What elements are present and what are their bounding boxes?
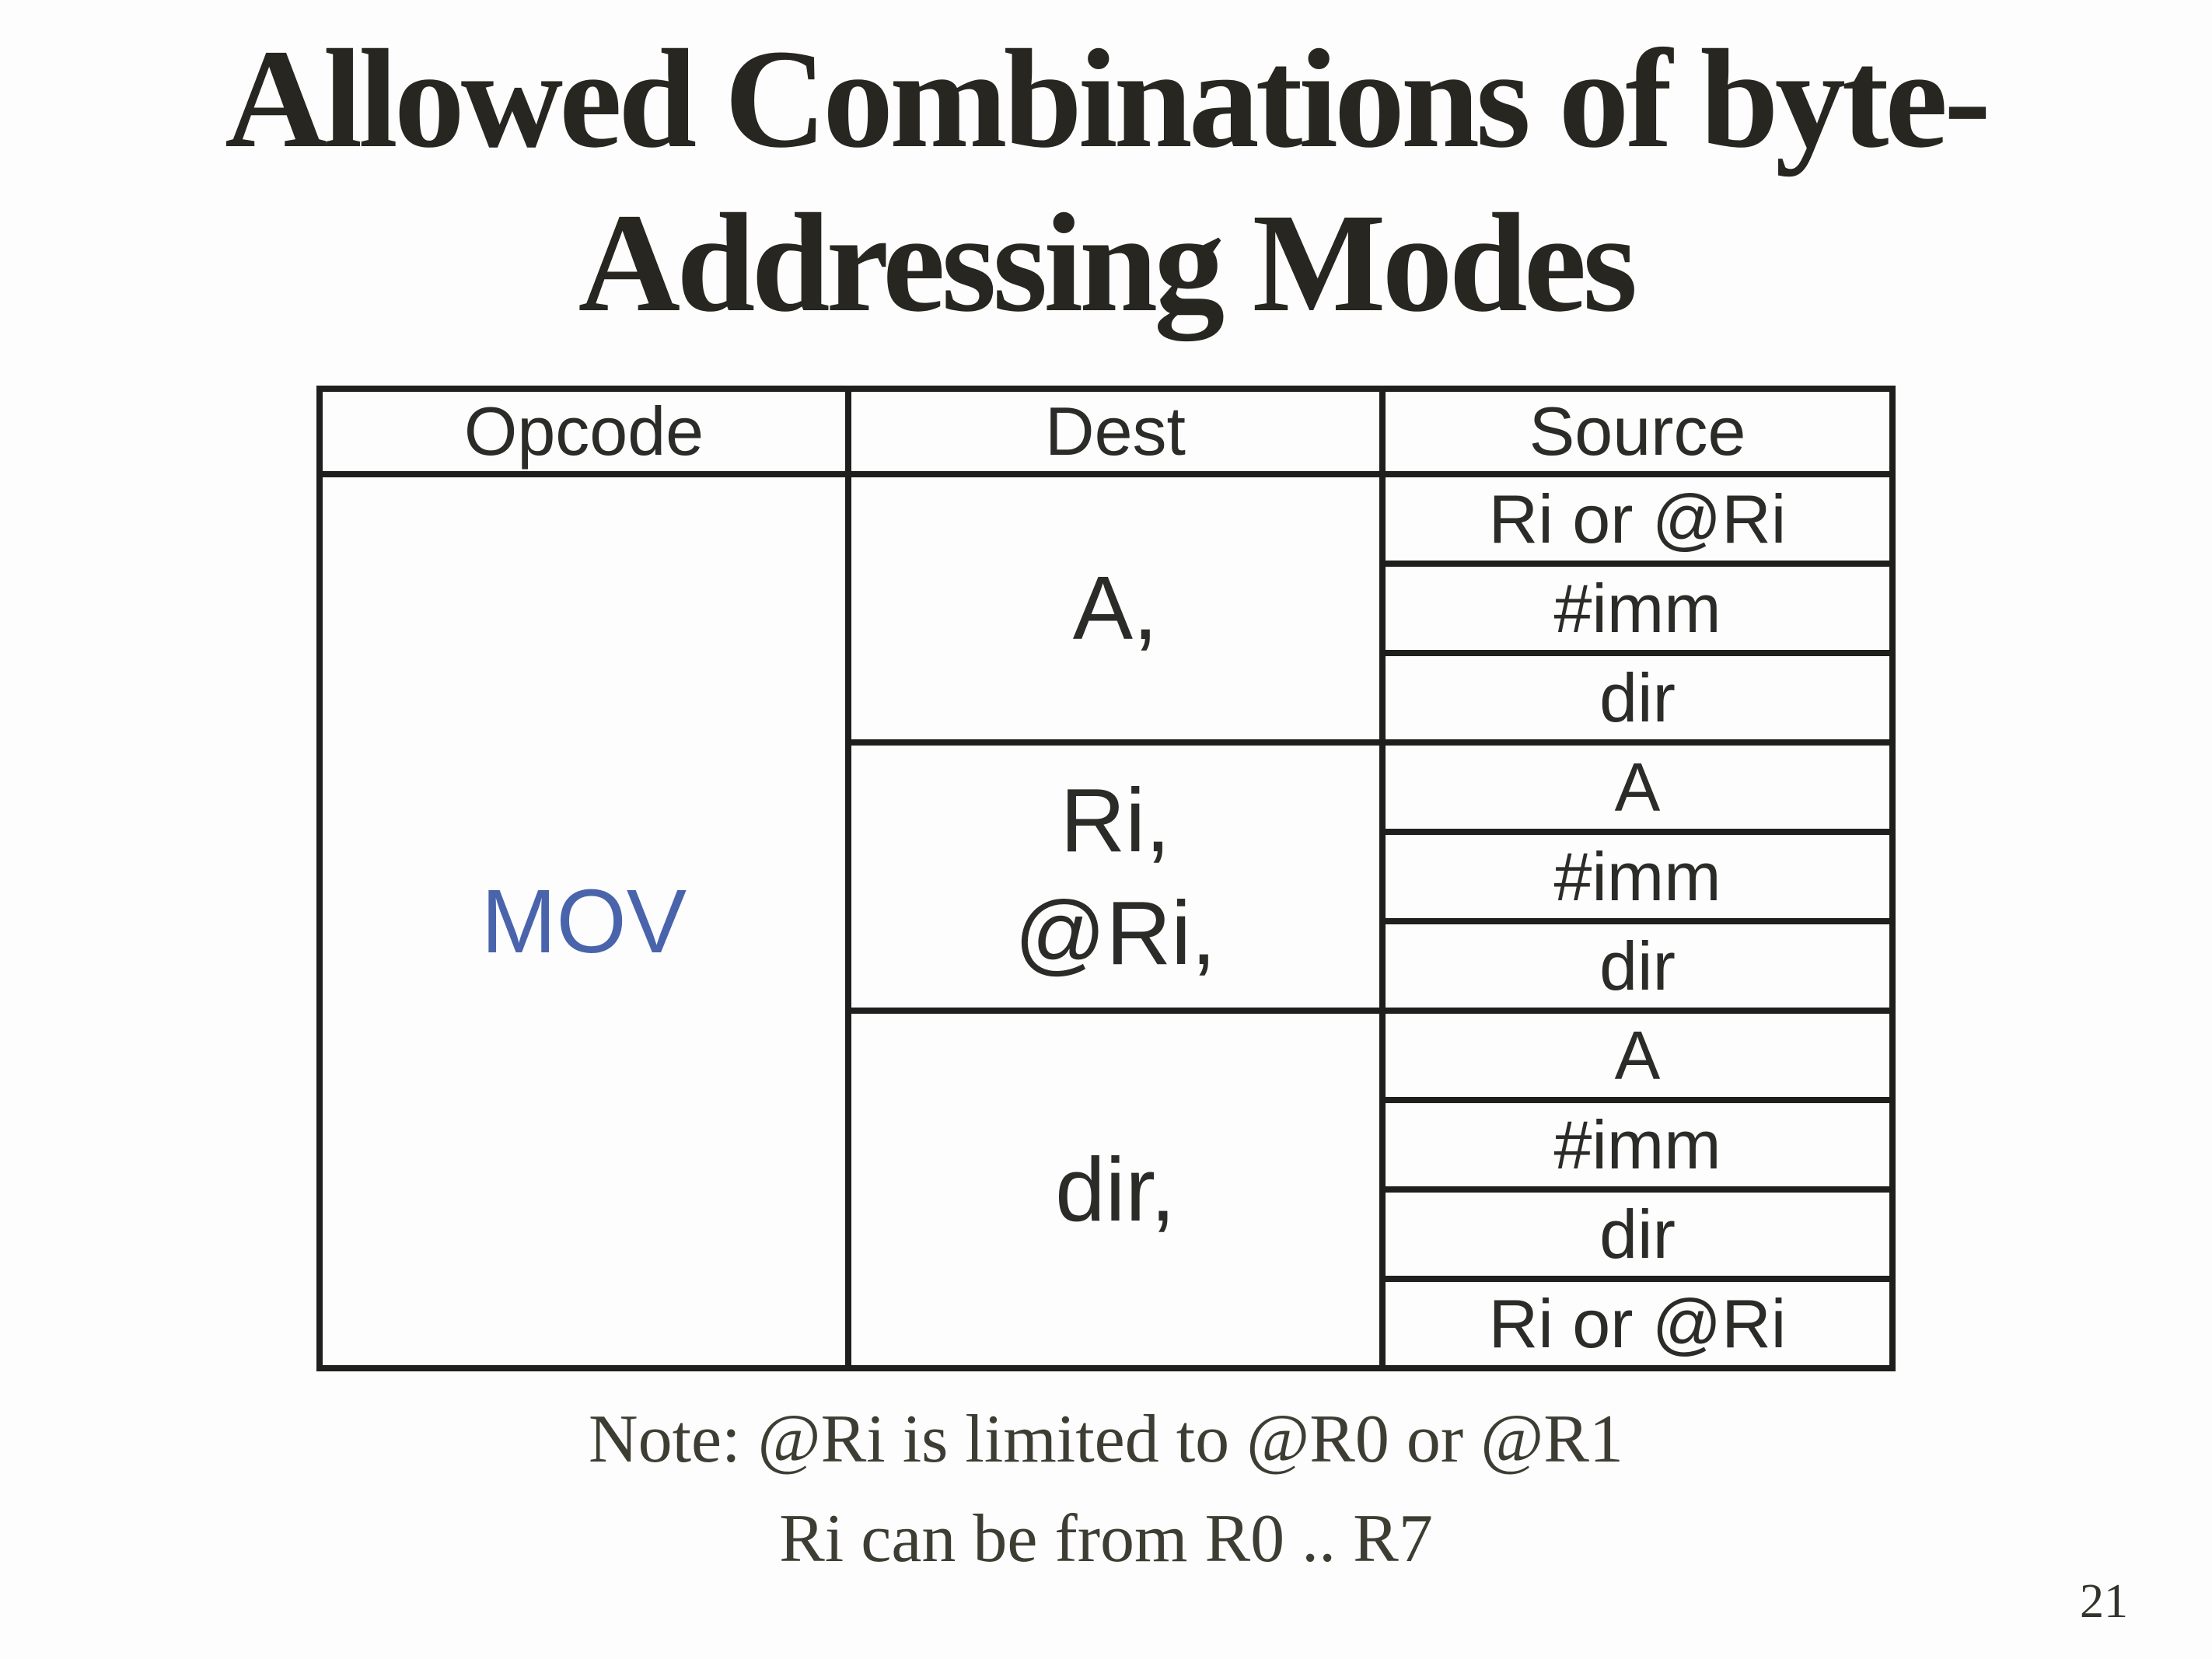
table-row: dir, A [320, 1008, 1896, 1372]
table-row: Ri or @Ri [320, 1276, 1896, 1372]
opcode-cell: MOV [316, 471, 851, 1372]
table-row: #imm [320, 829, 1896, 925]
source-cell: dir [1379, 1186, 1896, 1283]
dest-cell-a: A, [845, 471, 1386, 746]
page-number: 21 [2080, 1575, 2128, 1628]
addressing-modes-table: Opcode Dest Source MOV A, Ri or @Ri #imm… [316, 386, 1896, 1372]
column-header-dest: Dest [845, 386, 1386, 478]
table-header-row: Opcode Dest Source [316, 386, 1896, 478]
source-cell: Ri or @Ri [1379, 471, 1896, 568]
note-line-1: Note: @Ri is limited to @R0 or @R1 [589, 1402, 1623, 1478]
source-cell: #imm [1379, 1097, 1896, 1193]
note: Note: @Ri is limited to @R0 or @R1 Ri ca… [0, 1390, 2212, 1588]
table-row: dir [320, 1186, 1896, 1283]
table-row: dir [320, 918, 1896, 1015]
note-line-2: Ri can be from R0 .. R7 [779, 1500, 1433, 1577]
source-cell: dir [1379, 918, 1896, 1015]
table-row: dir [320, 650, 1896, 746]
table-row: #imm [320, 561, 1896, 657]
table-row: Ri, @Ri, A [320, 739, 1896, 1015]
source-cell: A [1379, 1008, 1896, 1104]
source-cell: dir [1379, 650, 1896, 746]
source-cell: A [1379, 739, 1896, 836]
column-header-opcode: Opcode [316, 386, 851, 478]
source-cell: #imm [1379, 561, 1896, 657]
source-cell: #imm [1379, 829, 1896, 925]
dest-cell-dir: dir, [845, 1008, 1386, 1372]
slide-title: Allowed Combinations of byte- Addressing… [225, 21, 1991, 342]
table-row: MOV A, Ri or @Ri [316, 471, 1896, 1372]
table-row: #imm [320, 1097, 1896, 1193]
dest-cell-ri: Ri, @Ri, [845, 739, 1386, 1015]
column-header-source: Source [1379, 386, 1896, 478]
source-cell: Ri or @Ri [1379, 1276, 1896, 1372]
